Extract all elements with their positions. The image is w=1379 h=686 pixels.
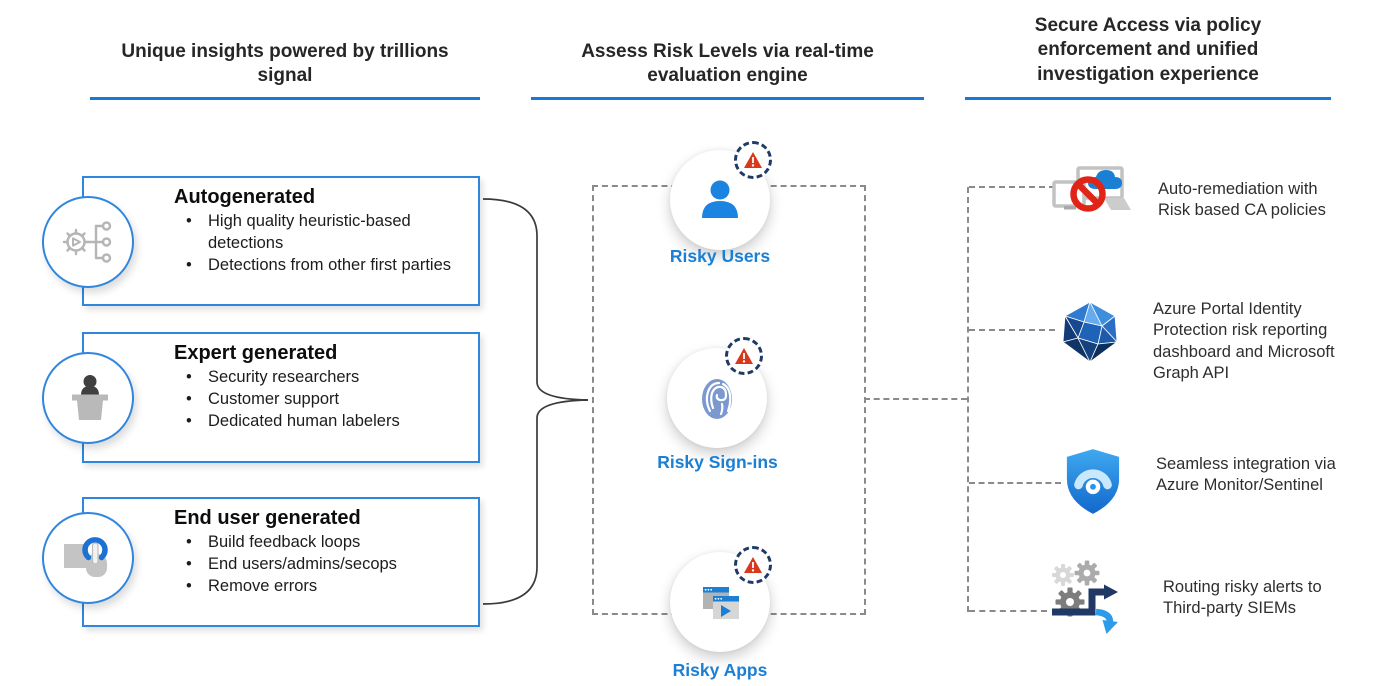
box-expert-generated: Expert generated Security researchers Cu… (82, 332, 480, 463)
circle-expert-generated (42, 352, 134, 444)
header-underline-secure (965, 97, 1331, 100)
warning-badge (725, 337, 763, 375)
circle-end-user-generated (42, 512, 134, 604)
column-header-assess: Assess Risk Levels via real-time evaluat… (581, 41, 874, 87)
user-icon (702, 180, 738, 218)
connector-mid-to-right (864, 398, 967, 400)
warning-badge (734, 141, 772, 179)
fingerprint-icon (702, 379, 732, 419)
connector-portal (969, 329, 1055, 331)
presenter-icon (72, 375, 108, 420)
box-title-end-user-generated: End user generated (174, 507, 361, 529)
label-risky-apps: Risky Apps (672, 660, 768, 680)
box-end-user-generated: End user generated Build feedback loops … (82, 497, 480, 627)
text-routing-alerts: Routing risky alerts to Third-party SIEM… (1163, 578, 1322, 618)
bullet-item: Customer support (182, 389, 478, 411)
blocked-device-icon (1052, 166, 1134, 229)
bullet-item: Build feedback loops (182, 532, 478, 554)
box-title-expert-generated: Expert generated (174, 342, 338, 364)
column-header-insights: Unique insights powered by trillions sig… (121, 41, 449, 87)
bullet-list: Security researchers Customer support De… (182, 367, 478, 433)
connector-remediation (969, 186, 1055, 188)
label-risky-sign-ins: Risky Sign-ins (657, 452, 778, 472)
warning-triangle-icon (744, 152, 762, 168)
box-title-autogenerated: Autogenerated (174, 186, 316, 208)
bullet-item: High quality heuristic-based detections (182, 211, 478, 255)
connector-monitor (969, 482, 1061, 484)
connector-siem (969, 610, 1047, 612)
click-feedback-icon (64, 537, 108, 577)
bullet-item: Detections from other first parties (182, 255, 478, 277)
bullet-list: Build feedback loops End users/admins/se… (182, 532, 478, 598)
process-flow-icon (62, 221, 112, 263)
bullet-item: Security researchers (182, 367, 478, 389)
warning-triangle-icon (735, 348, 753, 364)
bullet-list: High quality heuristic-based detections … (182, 211, 478, 277)
node-risky-users (670, 150, 770, 250)
text-azure-portal: Azure Portal Identity Protection risk re… (1153, 300, 1335, 383)
column-header-secure: Secure Access via policy enforcement and… (1034, 15, 1262, 85)
label-risky-users: Risky Users (669, 246, 771, 266)
routing-gears-icon (1048, 560, 1136, 645)
bullet-item: End users/admins/secops (182, 554, 478, 576)
header-underline-assess (531, 97, 924, 100)
bullet-item: Dedicated human labelers (182, 411, 478, 433)
warning-triangle-icon (744, 557, 762, 573)
text-auto-remediation: Auto-remediation with Risk based CA poli… (1158, 180, 1326, 220)
header-underline-insights (90, 97, 480, 100)
box-autogenerated: Autogenerated High quality heuristic-bas… (82, 176, 480, 306)
circle-autogenerated (42, 196, 134, 288)
text-seamless-integration: Seamless integration via Azure Monitor/S… (1156, 455, 1336, 495)
warning-badge (734, 546, 772, 584)
app-windows-icon (703, 587, 739, 619)
bullet-item: Remove errors (182, 576, 478, 598)
shield-monitor-icon (1064, 448, 1122, 521)
identity-protection-icon (1058, 300, 1122, 369)
right-bus-line (967, 187, 969, 612)
